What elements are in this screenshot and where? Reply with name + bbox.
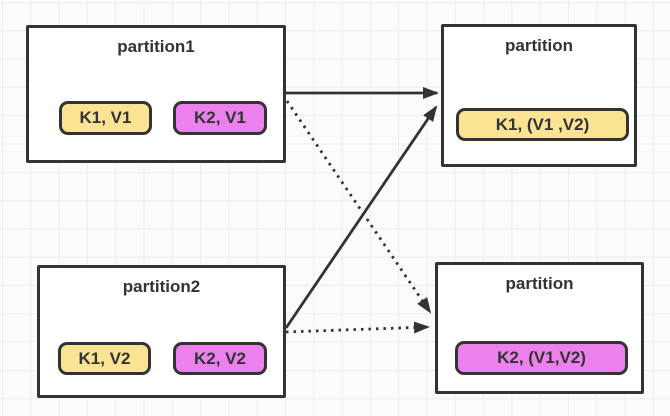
edge-partition2-to-result-k1[interactable] — [284, 105, 438, 329]
pill-k1-v2[interactable]: K1, V2 — [58, 342, 151, 375]
pill-k2-v1v2[interactable]: K2, (V1,V2) — [455, 341, 628, 375]
box-partition1[interactable]: partition1 K1, V1 K2, V1 — [26, 25, 286, 163]
pill-k1-v1v2[interactable]: K1, (V1 ,V2) — [456, 108, 629, 141]
pill-k2-v2[interactable]: K2, V2 — [173, 342, 267, 375]
box-partition2[interactable]: partition2 K1, V2 K2, V2 — [37, 265, 286, 398]
box-result-k2[interactable]: partition K2, (V1,V2) — [435, 262, 644, 394]
pill-k1-v1[interactable]: K1, V1 — [59, 101, 152, 135]
box-title: partition — [505, 36, 573, 55]
box-title: partition2 — [122, 277, 201, 296]
edge-partition1-to-result-k2[interactable] — [285, 100, 432, 314]
box-title: partition — [505, 274, 574, 293]
box-result-k1[interactable]: partition K1, (V1 ,V2) — [441, 24, 637, 167]
pill-k2-v1[interactable]: K2, V1 — [173, 101, 267, 135]
box-title: partition1 — [117, 37, 195, 56]
edge-partition2-to-result-k2[interactable] — [285, 321, 430, 334]
